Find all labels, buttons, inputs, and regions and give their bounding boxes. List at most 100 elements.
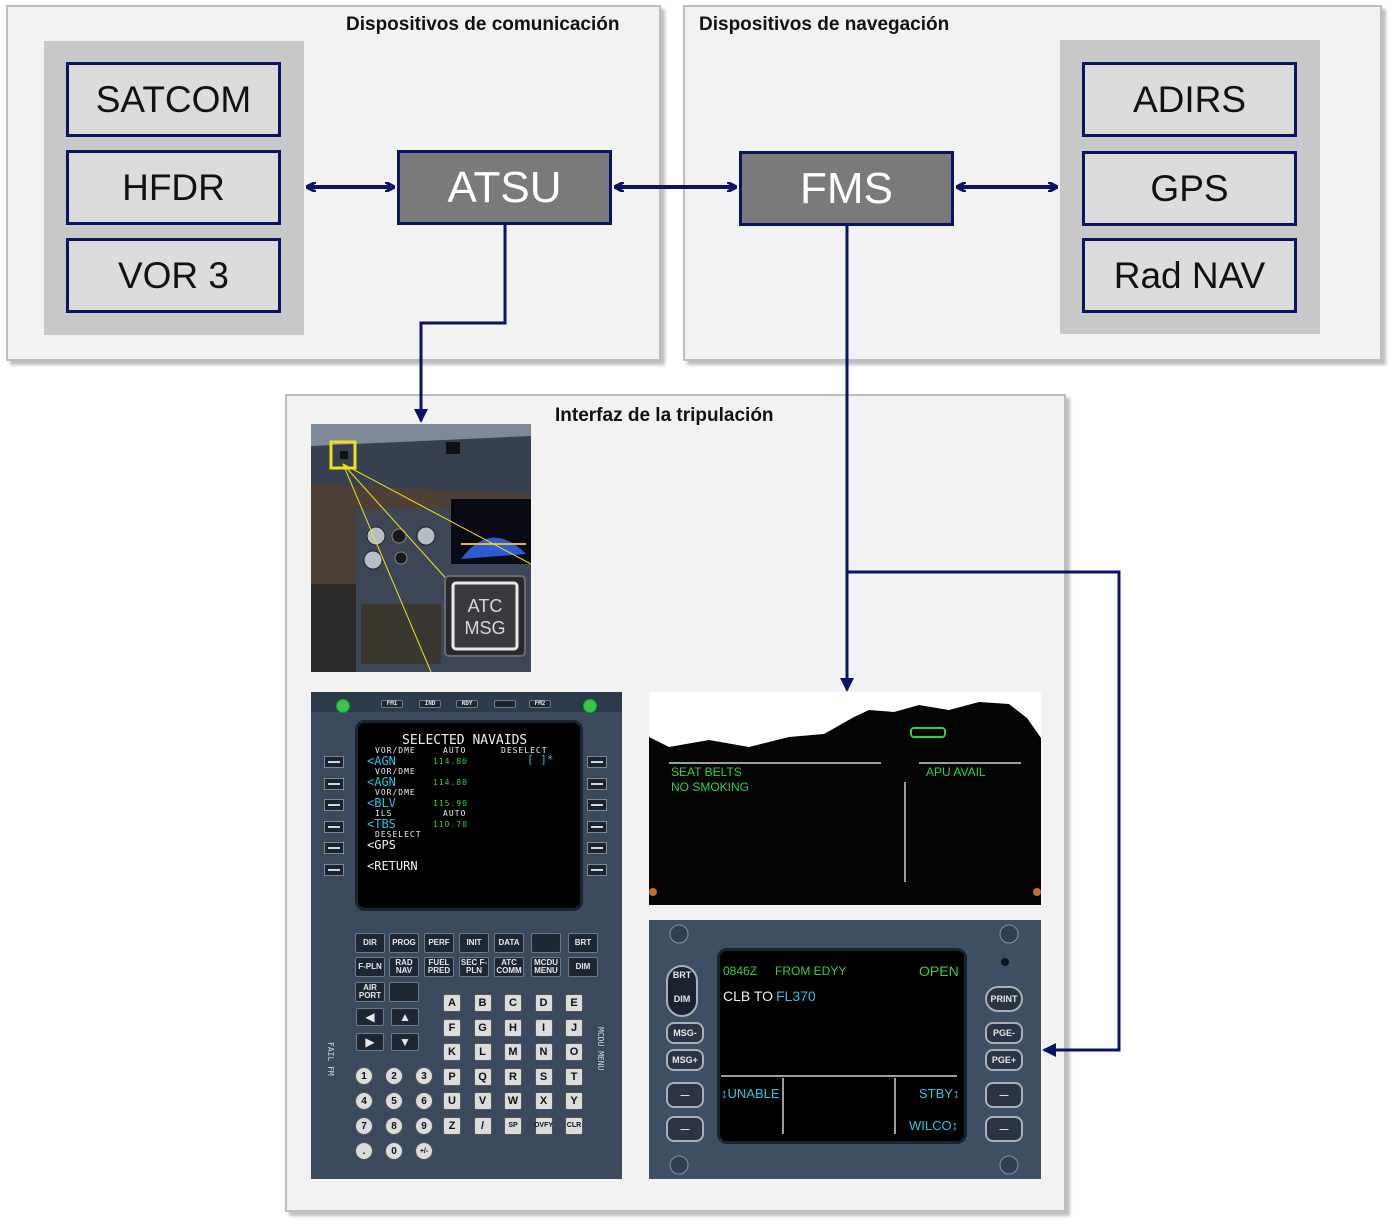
mcdu-function-key[interactable]: PROG [389,933,419,953]
dcdu-right-lsk-2[interactable]: — [985,1116,1023,1142]
mcdu-numeric-key[interactable]: 3 [415,1067,433,1085]
mcdu-alpha-key[interactable]: SP [504,1116,522,1135]
mcdu-alpha-key[interactable]: W [504,1092,522,1110]
mcdu-lsk-left-5[interactable] [324,842,344,854]
mcdu-row-value[interactable]: <RETURN [367,859,418,873]
annunciator-fm1: FM1 [381,700,403,708]
mcdu-numeric-key[interactable]: 8 [385,1117,403,1135]
mcdu-numeric-key[interactable]: 7 [355,1117,373,1135]
mcdu-function-key[interactable]: RAD NAV [389,957,419,977]
mcdu-row-value[interactable]: <GPS [367,838,396,852]
dcdu-msg-plus-button[interactable]: MSG+ [666,1049,704,1071]
atc-msg-button[interactable]: ATC MSG [453,584,517,650]
mcdu-blank-key[interactable] [389,982,419,1002]
mcdu-function-key[interactable]: DATA [494,933,524,953]
mcdu-alpha-key[interactable]: M [504,1043,522,1061]
dcdu-dim-button[interactable]: DIM [673,994,691,1004]
mcdu-numeric-key[interactable]: 0 [385,1142,403,1160]
mcdu-function-key[interactable]: SEC F-PLN [459,957,489,977]
mcdu-alpha-key[interactable]: X [534,1092,553,1110]
mcdu-slew-down-key[interactable]: ▼ [391,1033,419,1051]
mcdu-function-key[interactable]: DIM [568,957,598,977]
mcdu-lsk-right-3[interactable] [587,799,607,811]
mcdu-slew-left-key[interactable]: ◀ [356,1008,384,1026]
dcdu-option-unable[interactable]: ↕UNABLE [721,1086,780,1101]
mcdu-alpha-key[interactable]: / [473,1116,492,1135]
mcdu-alpha-key[interactable]: D [534,994,553,1012]
mcdu-function-key[interactable]: INIT [459,933,489,953]
mcdu-lsk-left-2[interactable] [324,777,344,790]
dcdu-msg-minus-button[interactable]: MSG- [666,1022,704,1044]
mcdu-alpha-key[interactable]: U [443,1092,461,1110]
mcdu-numeric-key[interactable]: 5 [385,1092,403,1110]
mcdu-row-value[interactable]: <TBS [367,817,396,831]
mcdu-alpha-key[interactable]: J [565,1018,583,1037]
dcdu-pge-plus-button[interactable]: PGE+ [985,1049,1023,1071]
mcdu-alpha-key[interactable]: A [443,994,461,1012]
mcdu-alpha-key[interactable]: V [473,1092,492,1110]
mcdu-numeric-key[interactable]: . [355,1142,373,1160]
mcdu-function-key[interactable]: BRT [568,933,598,953]
mcdu-numeric-key[interactable]: 2 [385,1067,403,1085]
mcdu-function-key[interactable]: ATC COMM [494,957,524,977]
dcdu-option-wilco[interactable]: WILCO↕ [909,1118,958,1133]
mcdu-airport-key[interactable]: AIR PORT [355,982,385,1002]
mcdu-page-title: SELECTED NAVAIDS [402,733,528,748]
mcdu-function-key[interactable] [531,933,561,953]
mcdu-function-key[interactable]: F-PLN [355,957,385,977]
mcdu-lsk-right-4[interactable] [587,820,607,833]
mcdu-numeric-key[interactable]: 1 [355,1067,373,1085]
mcdu-function-key[interactable]: PERF [424,933,454,953]
mcdu-alpha-key[interactable]: F [443,1018,461,1037]
mcdu-lsk-right-2[interactable] [587,777,607,790]
mcdu-alpha-key[interactable]: H [504,1018,522,1037]
mcdu-lsk-right-1[interactable] [587,756,607,768]
mcdu-row-label: DESELECT [375,830,422,839]
mcdu-alpha-key[interactable]: P [443,1067,461,1086]
dcdu-option-standby[interactable]: STBY↕ [919,1086,959,1101]
mcdu-row-value[interactable]: <AGN [367,754,396,768]
mcdu-lsk-left-4[interactable] [324,820,344,833]
mcdu-alpha-key[interactable]: E [565,994,583,1012]
mcdu-row-value[interactable]: <BLV [367,796,396,810]
mcdu-alpha-key[interactable]: O [565,1043,583,1061]
mcdu-alpha-key[interactable]: OVFY [534,1116,553,1135]
mcdu-row-value[interactable]: <AGN [367,775,396,789]
mcdu-function-key[interactable]: DIR [355,933,385,953]
mcdu-lsk-right-5[interactable] [587,842,607,854]
dcdu-left-lsk-2[interactable]: — [666,1116,704,1142]
mcdu-function-key[interactable]: FUEL PRED [424,957,454,977]
mcdu-alpha-key[interactable]: Q [473,1067,492,1086]
mcdu-alpha-key[interactable]: B [473,994,492,1012]
mcdu-alpha-key[interactable]: R [504,1067,522,1086]
mcdu-numeric-key[interactable]: 9 [415,1117,433,1135]
mcdu-row-right-value[interactable]: [ ]* [527,753,554,766]
dcdu-pge-minus-button[interactable]: PGE- [985,1022,1023,1044]
mcdu-numeric-key[interactable]: 4 [355,1092,373,1110]
mcdu-slew-right-key[interactable]: ▶ [356,1033,384,1051]
mcdu-alpha-key[interactable]: S [534,1067,553,1086]
mcdu-slew-up-key[interactable]: ▲ [391,1008,419,1026]
dcdu-brt-button[interactable]: BRT [672,970,692,980]
mcdu-numeric-key[interactable]: 6 [415,1092,433,1110]
mcdu-alpha-key[interactable]: K [443,1043,461,1061]
mcdu-alpha-key[interactable]: Y [565,1092,583,1110]
mcdu-lsk-left-6[interactable] [324,863,344,876]
dcdu-right-lsk-1[interactable]: — [985,1082,1023,1108]
mcdu-alpha-key[interactable]: CLR [565,1116,583,1135]
mcdu-alpha-key[interactable]: T [565,1067,583,1086]
mcdu-numeric-key[interactable]: +/- [415,1142,433,1160]
mcdu-alpha-key[interactable]: I [534,1018,553,1037]
dcdu-left-lsk-1[interactable]: — [666,1082,704,1108]
mcdu-alpha-key[interactable]: L [473,1043,492,1061]
mcdu-lsk-left-1[interactable] [324,756,344,768]
mcdu-alpha-key[interactable]: Z [443,1116,461,1135]
mcdu-alpha-key[interactable]: C [504,994,522,1012]
mcdu-alpha-key[interactable]: G [473,1018,492,1037]
dcdu-print-button[interactable]: PRINT [985,986,1023,1012]
mcdu-alpha-key[interactable]: N [534,1043,553,1061]
mcdu-lsk-right-6[interactable] [587,863,607,876]
mcdu-lsk-left-3[interactable] [324,799,344,811]
mcdu-function-key[interactable]: MCDU MENU [531,957,561,977]
dcdu-panel: 0846Z FROM EDYY OPEN CLB TO FL370 ↕UNABL… [649,920,1041,1179]
